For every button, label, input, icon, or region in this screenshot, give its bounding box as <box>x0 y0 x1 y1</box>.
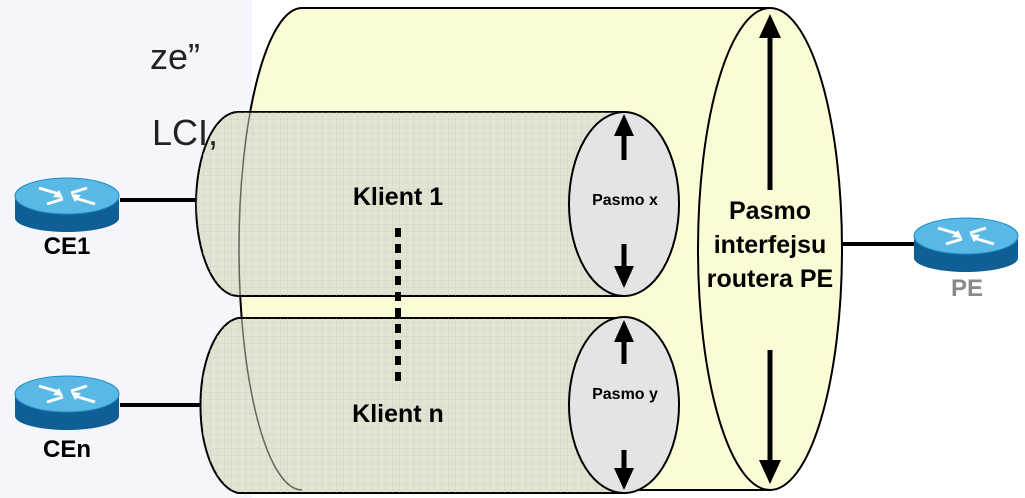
tube-end-n <box>568 316 680 494</box>
bandwidth-x-label: Pasmo x <box>592 192 658 209</box>
bandwidth-pe-interface-label: Pasmo interfejsu routera PE <box>706 197 834 293</box>
client-1-label: Klient 1 <box>352 183 444 211</box>
slide-text-line1: ze” <box>150 36 201 77</box>
bandwidth-arrow-x <box>614 114 634 288</box>
tube-end-1 <box>568 111 680 297</box>
router-cen-label: CEn <box>43 436 91 463</box>
slide-text-line2: LCI, <box>152 112 219 153</box>
outer-tube-end <box>697 7 843 491</box>
bandwidth-arrow-pe <box>759 14 781 484</box>
router-cen-icon <box>14 375 120 430</box>
router-ce1-label: CE1 <box>43 233 91 260</box>
router-pe-icon <box>913 217 1019 272</box>
router-pe-label: PE <box>950 275 983 302</box>
router-ce1-icon <box>14 177 120 232</box>
inner-tube-client1 <box>195 111 680 297</box>
bandwidth-y-label: Pasmo y <box>592 386 658 403</box>
bandwidth-arrow-y <box>614 320 634 490</box>
inner-tube-clientn <box>199 316 680 494</box>
client-n-label: Klient n <box>352 400 444 428</box>
